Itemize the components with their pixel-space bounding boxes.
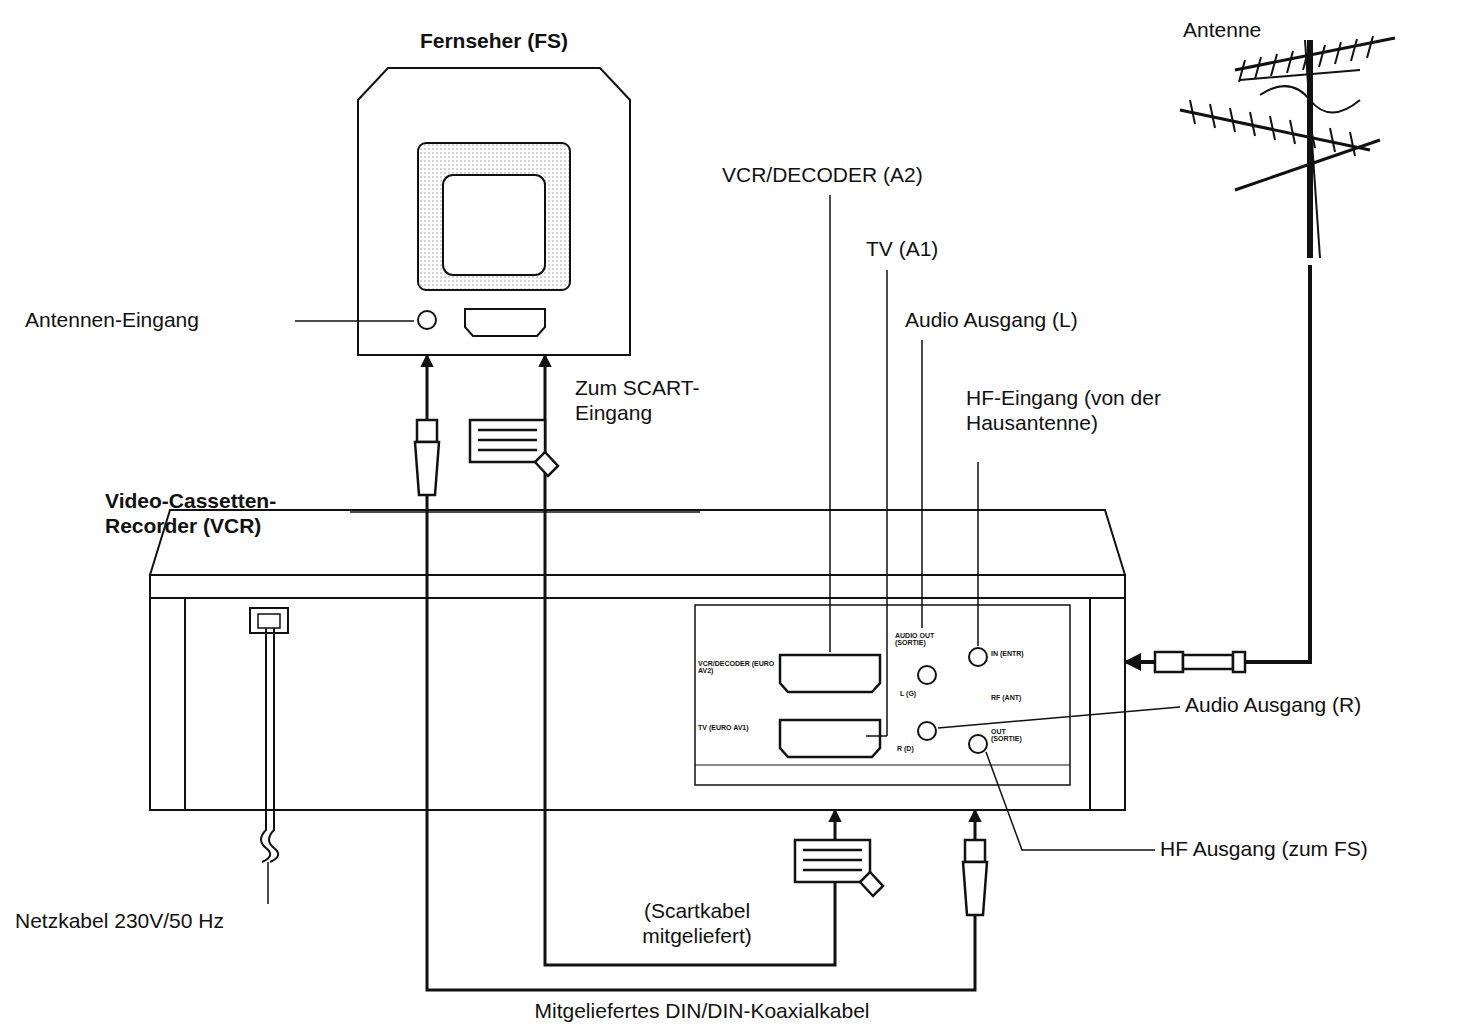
tv-scart-socket (465, 309, 545, 336)
leader-line (295, 320, 414, 322)
vcr-panel (695, 605, 1070, 785)
callout-label: TV (A1) (866, 236, 986, 261)
callout-label: HF-Eingang (von der Hausantenne) (966, 385, 1276, 435)
audio-out-l (918, 666, 936, 684)
cable-connector (545, 355, 835, 965)
port-label: TV (EURO AV1) (698, 724, 776, 731)
leader-line (986, 752, 1155, 850)
rf-in (969, 648, 987, 666)
callout-label: HF Ausgang (zum FS) (1160, 836, 1475, 861)
leader-line (267, 862, 269, 904)
port-label: VCR/DECODER (EURO AV2) (698, 660, 776, 675)
callout-label: Audio Ausgang (R) (1185, 692, 1425, 717)
node-title: Antenne (1183, 17, 1293, 42)
port-label: RF (ANT) (991, 694, 1031, 701)
scart-socket-a1 (780, 720, 880, 757)
cable-label: Mitgeliefertes DIN/DIN-Koaxialkabel (395, 998, 1009, 1023)
cable-connector (427, 355, 975, 990)
callout-label: Antennen-Eingang (25, 307, 293, 332)
rf-out (969, 735, 987, 753)
tv-screen-frame (418, 143, 570, 290)
leader-line (938, 707, 1180, 728)
cable-label: (Scartkabel mitgeliefert) (610, 898, 784, 948)
node-title: Video-Cassetten-Recorder (VCR) (105, 488, 355, 538)
cable-connector (1125, 265, 1310, 662)
vcr-box: Video-Cassetten-Recorder (VCR) (150, 510, 1125, 810)
power-socket (250, 608, 288, 633)
leader-line (829, 195, 831, 652)
antenna-symbol (1180, 38, 1395, 258)
power-cable (261, 628, 278, 862)
callout-label: Zum SCART-Eingang (575, 375, 700, 425)
leader-line (977, 462, 979, 646)
scart-socket-a2 (780, 655, 880, 692)
tv-box: Fernseher (FS) (358, 68, 630, 355)
coax-plug (415, 420, 439, 495)
tv-screen (443, 175, 545, 275)
coax-plug (963, 840, 987, 915)
leader-line (886, 270, 888, 736)
node-title: Fernseher (FS) (358, 28, 630, 53)
port-label: R (D) (897, 745, 921, 752)
port-label: AUDIO OUT (SORTIE) (895, 632, 957, 647)
scart-plug (470, 420, 558, 476)
port-label: L (G) (900, 690, 924, 697)
leader-line (350, 511, 700, 513)
scart-plug (795, 840, 883, 896)
antenna-box: Antenne (1175, 15, 1415, 265)
antenna-input (418, 311, 436, 329)
callout-label: VCR/DECODER (A2) (722, 162, 1042, 187)
callout-label: Netzkabel 230V/50 Hz (15, 908, 345, 933)
leader-line (866, 735, 887, 737)
port-label: OUT (SORTIE) (991, 728, 1035, 743)
audio-out-r (918, 722, 936, 740)
antenna-plug (1155, 652, 1245, 672)
callout-label: Audio Ausgang (L) (905, 307, 1185, 332)
port-label: IN (ENTR) (991, 650, 1031, 657)
leader-line (921, 340, 923, 628)
tv-housing (358, 68, 630, 355)
